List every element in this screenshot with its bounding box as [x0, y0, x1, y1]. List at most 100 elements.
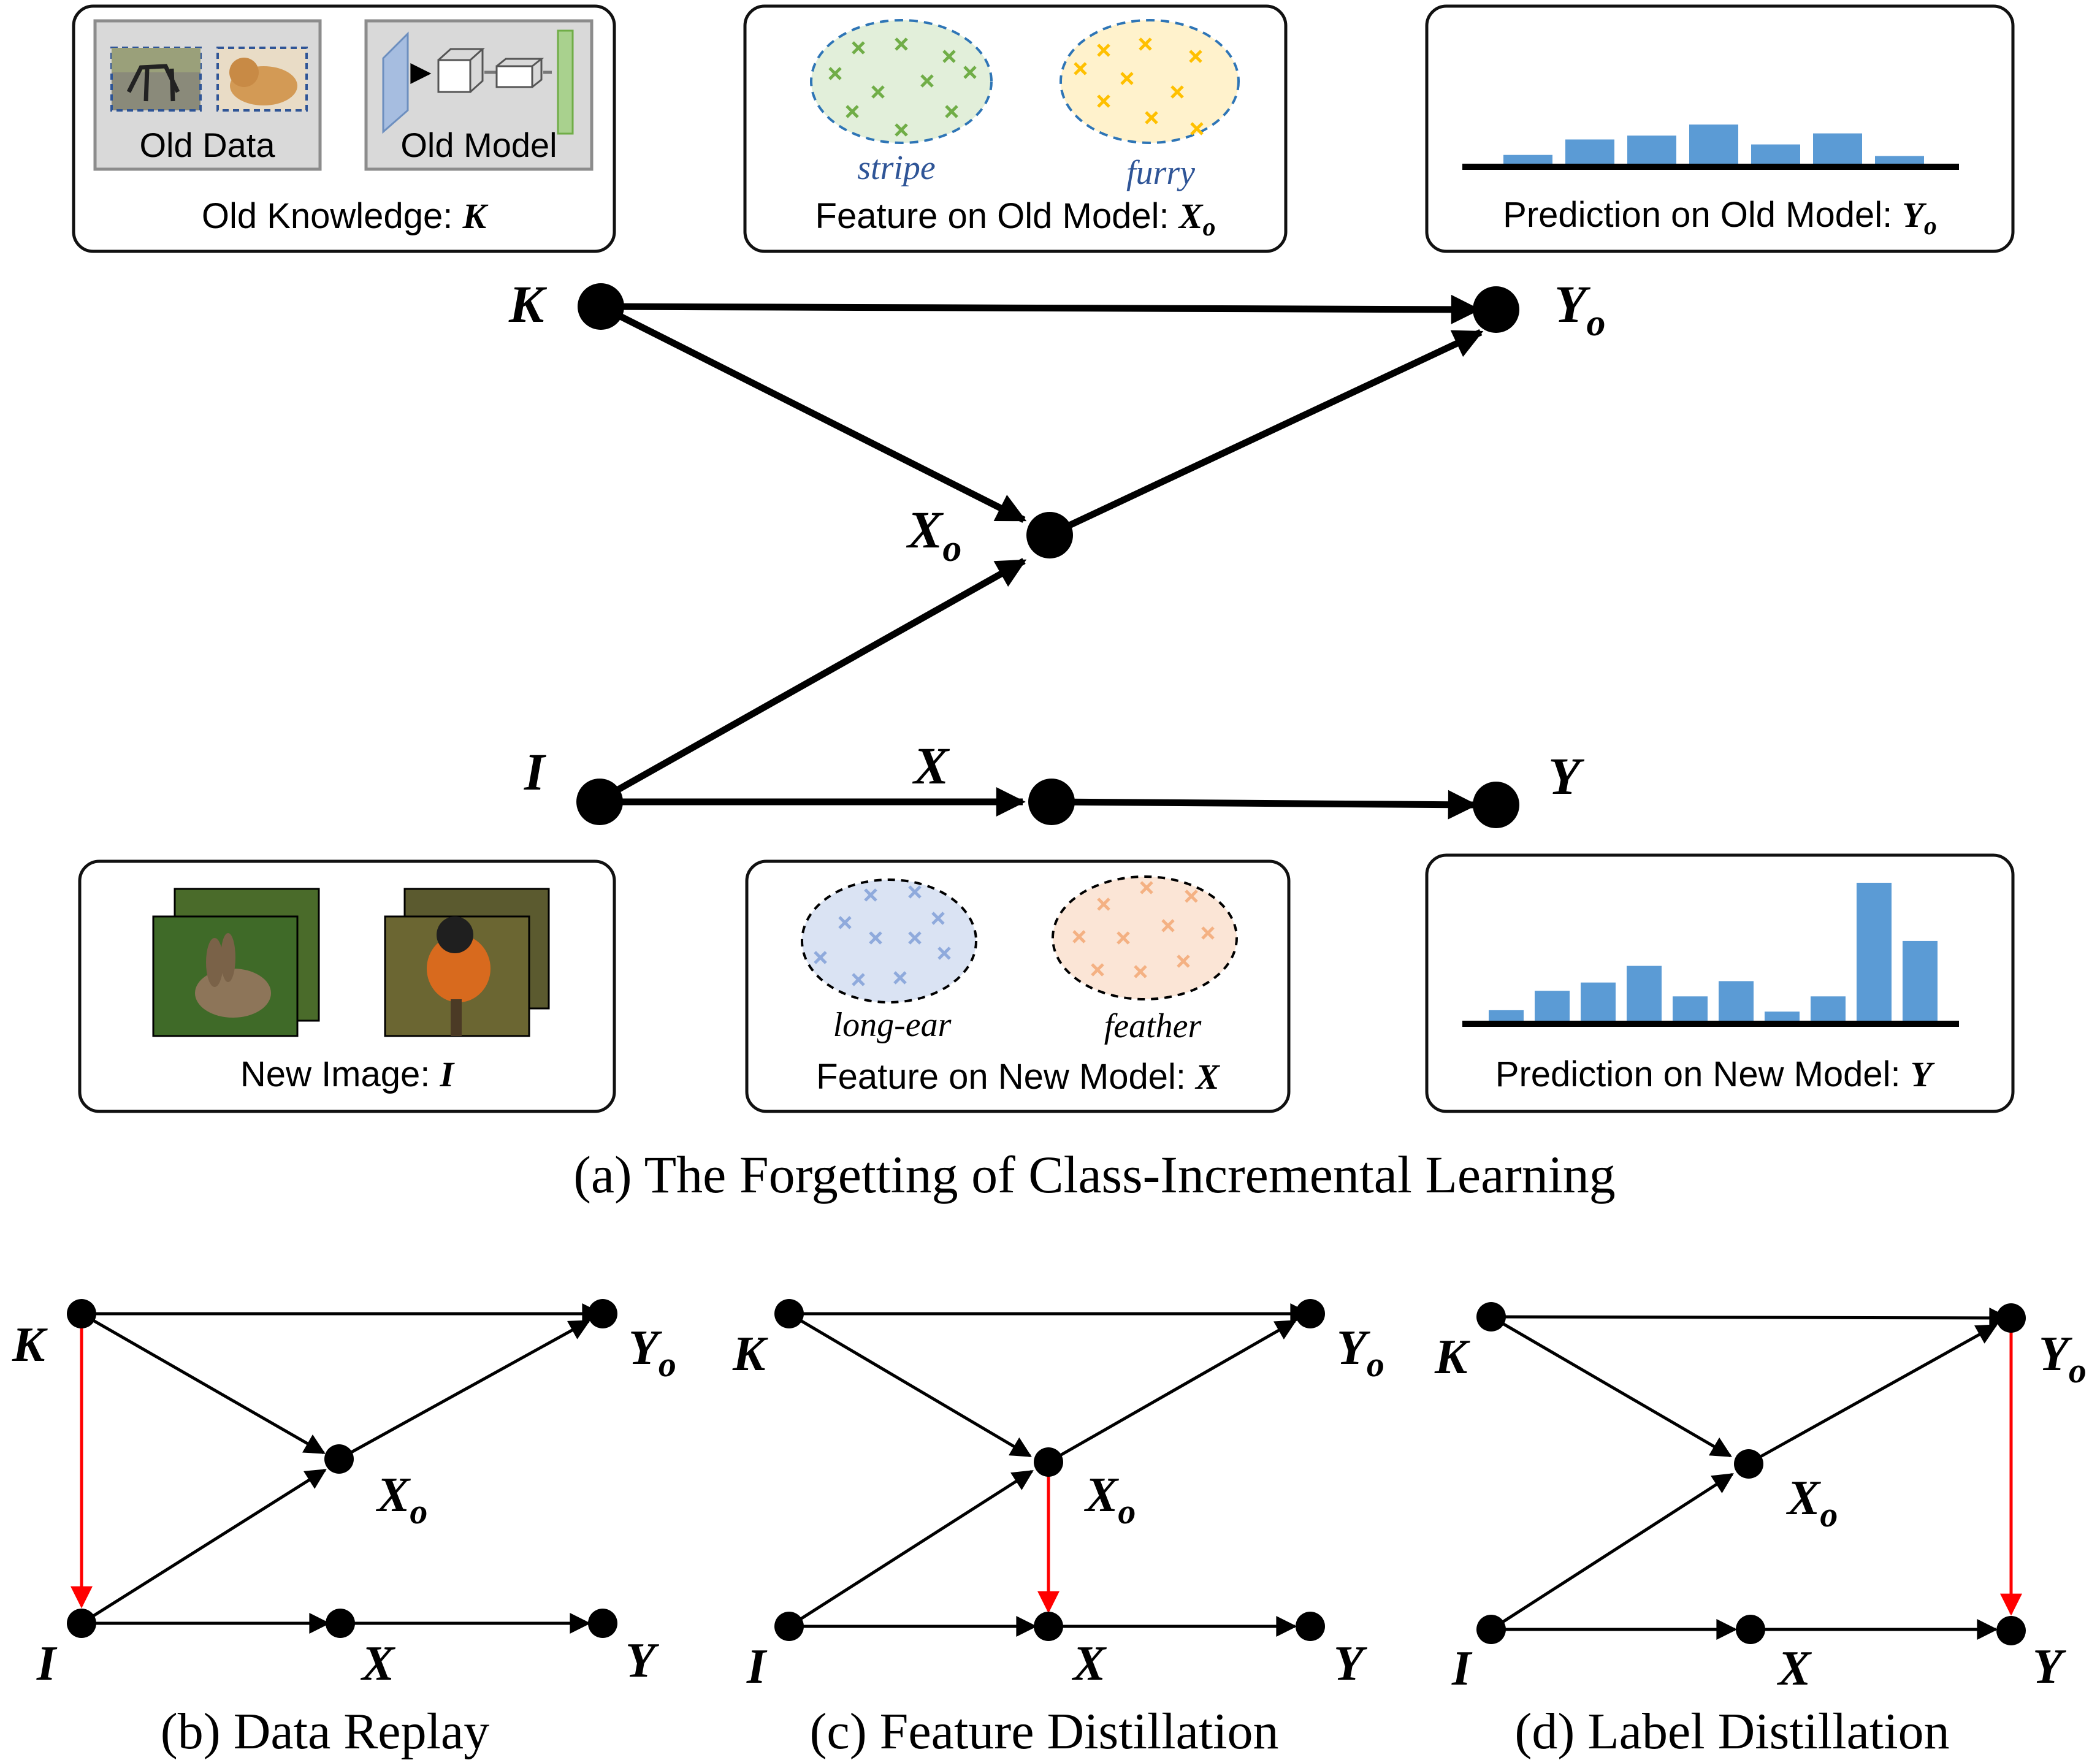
d-edge-K-to-Xo	[1490, 1315, 1732, 1458]
edge-Xo-to-Yo	[1047, 329, 1484, 538]
node-Y-label: Y	[1548, 747, 1585, 806]
node-K	[578, 283, 624, 330]
long-ear-point-1	[838, 916, 852, 929]
b-node-Xo	[324, 1444, 354, 1474]
figure-b: K Yo Xo I X Y (b) Data Replay	[12, 1299, 676, 1760]
d-label-Yo: Yo	[2039, 1327, 2087, 1390]
feather-point-2	[1140, 881, 1153, 894]
node-X-label: X	[912, 736, 950, 795]
new-prediction-bar-5	[1673, 996, 1708, 1021]
node-I-label: I	[524, 742, 546, 801]
old-knowledge-box: Old Data Old Model Old Knowledge: K	[72, 4, 616, 253]
c-edge-I-to-Xo	[788, 1469, 1034, 1628]
new-prediction-bar-7	[1765, 1011, 1800, 1021]
old-data-label: Old Data	[140, 126, 276, 164]
node-Xo	[1026, 512, 1073, 558]
b-edge-Xo-to-Yo	[338, 1319, 590, 1461]
node-X	[1028, 779, 1075, 825]
new-feature-box: long-ear feather Feature on New Model: X	[745, 859, 1291, 1113]
b-node-I	[67, 1609, 96, 1638]
feather-point-1	[1097, 897, 1110, 911]
new-prediction-bar-3	[1581, 982, 1616, 1021]
furry-point-6	[1170, 85, 1184, 99]
figure-d-caption: (d) Label Distillation	[1514, 1703, 1949, 1760]
new-prediction-histogram	[1489, 883, 1938, 1021]
new-prediction-bar-4	[1627, 966, 1662, 1021]
c-label-Y: Y	[1334, 1637, 1367, 1691]
new-prediction-bar-6	[1719, 981, 1754, 1021]
feather-point-7	[1201, 926, 1215, 940]
new-prediction-bar-2	[1535, 991, 1570, 1021]
figure-c-caption: (c) Feature Distillation	[809, 1703, 1278, 1760]
edge-K-to-Xo	[599, 303, 1027, 523]
figure-c: K Yo Xo I X Y (c) Feature Distillation	[732, 1299, 1384, 1760]
node-Yo-label: Yo	[1554, 275, 1606, 344]
old-prediction-bar-1	[1503, 154, 1552, 164]
edge-K-to-Yo	[600, 294, 1481, 324]
feather-point-8	[1091, 963, 1104, 977]
feather-point-5	[1117, 931, 1130, 945]
b-node-X	[326, 1609, 355, 1638]
b-node-Yo	[588, 1299, 617, 1328]
figure-a: Old Data Old Model Old Knowledge: K	[72, 4, 2015, 1204]
b-label-Y: Y	[625, 1634, 659, 1688]
long-ear-cluster	[801, 878, 977, 1004]
d-node-I	[1476, 1615, 1506, 1644]
furry-point-3	[1189, 50, 1202, 63]
node-Y	[1473, 782, 1519, 828]
stripe-point-7	[963, 66, 977, 79]
node-I	[576, 779, 623, 825]
stripe-point-5	[871, 85, 885, 99]
network-diagram-icon	[382, 29, 574, 135]
furry-cluster-points	[1074, 37, 1204, 135]
feather-point-10	[1177, 954, 1190, 968]
furry-point-9	[1190, 122, 1204, 135]
figure-d: K Yo Xo I X Y (d) Label Distillation	[1434, 1302, 2087, 1760]
robin-image	[384, 888, 550, 1037]
figure-b-caption: (b) Data Replay	[161, 1703, 489, 1760]
new-prediction-caption: Prediction on New Model: Y	[1495, 1054, 1935, 1094]
d-edge-I-to-Xo	[1490, 1472, 1734, 1631]
old-prediction-bar-2	[1565, 139, 1614, 164]
d-edge-Xo-to-Yo	[1746, 1324, 1998, 1466]
node-Yo	[1473, 286, 1519, 333]
long-ear-point-9	[937, 947, 951, 960]
new-prediction-bar-1	[1489, 1010, 1524, 1021]
old-feature-caption: Feature on Old Model: Xo	[815, 196, 1216, 242]
d-node-K	[1476, 1302, 1506, 1331]
c-label-X: X	[1071, 1637, 1107, 1691]
b-node-Y	[588, 1609, 617, 1638]
c-edge-Xo-to-Yo	[1047, 1319, 1297, 1464]
stripe-point-4	[828, 67, 842, 80]
c-node-X	[1034, 1612, 1063, 1641]
d-label-I: I	[1451, 1642, 1473, 1696]
c-label-Yo: Yo	[1337, 1321, 1384, 1384]
node-Xo-label: Xo	[906, 500, 961, 570]
stripe-point-6	[920, 74, 934, 88]
d-node-X	[1736, 1615, 1765, 1644]
c-node-I	[774, 1612, 804, 1641]
feather-point-6	[1161, 919, 1175, 932]
furry-point-4	[1074, 62, 1087, 75]
furry-point-2	[1139, 37, 1152, 51]
b-label-Xo: Xo	[375, 1468, 427, 1531]
old-prediction-box: Prediction on Old Model: Yo	[1425, 4, 2015, 253]
c-node-K	[774, 1299, 804, 1328]
old-prediction-bar-5	[1751, 144, 1800, 164]
long-ear-point-7	[814, 951, 827, 964]
old-prediction-bar-7	[1875, 156, 1924, 164]
c-node-Y	[1296, 1612, 1325, 1641]
stripe-point-9	[895, 123, 908, 137]
c-edge-K-to-Xo	[788, 1312, 1032, 1458]
new-image-box: New Image: I	[78, 859, 616, 1113]
furry-point-8	[1145, 111, 1158, 124]
b-edge-K-to-Xo	[80, 1312, 326, 1455]
d-label-X: X	[1776, 1642, 1812, 1696]
b-label-Yo: Yo	[628, 1321, 676, 1384]
c-label-Xo: Xo	[1083, 1468, 1136, 1531]
long-ear-point-3	[908, 885, 922, 899]
long-ear-point-6	[908, 931, 922, 945]
feather-cluster-points	[1072, 881, 1215, 978]
long-ear-cluster-points	[814, 885, 951, 986]
c-label-I: I	[746, 1640, 768, 1694]
